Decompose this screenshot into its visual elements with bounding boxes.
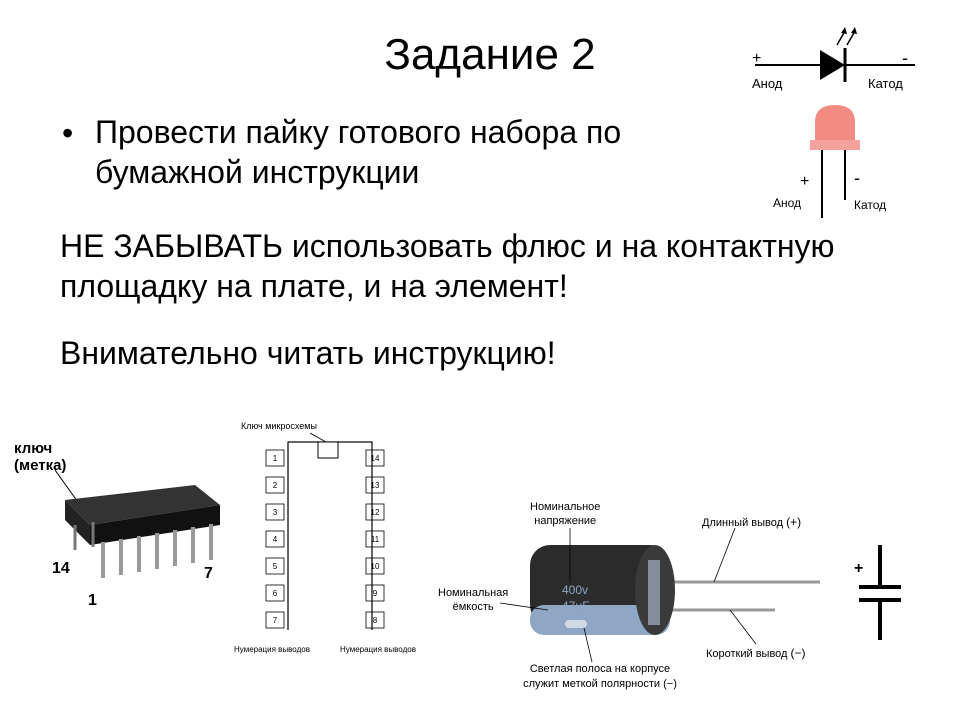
pin-right-11: 11 xyxy=(370,535,380,544)
chip-pin-14: 14 xyxy=(52,560,70,577)
numbering-left-caption: Нумерация выводов xyxy=(234,645,310,654)
read-instruction-text: Внимательно читать инструкцию! xyxy=(60,335,556,371)
long-lead-pointer xyxy=(713,528,736,583)
pin-left-4: 4 xyxy=(272,535,278,544)
pin-left-1: 1 xyxy=(272,454,278,463)
bullet-text: Провести пайку готового набора по бумажн… xyxy=(95,114,622,190)
bullet-dot: • xyxy=(62,115,74,151)
chip-pin-7: 7 xyxy=(204,565,213,582)
short-lead-pointer xyxy=(729,610,757,645)
chip-key-caption: Ключ микросхемы xyxy=(241,421,317,431)
pin-right-10: 10 xyxy=(370,562,380,571)
pin-left-2: 2 xyxy=(272,481,278,490)
led-cathode-label: Катод xyxy=(854,198,887,212)
warning-text: НЕ ЗАБЫВАТЬ использовать флюс и на конта… xyxy=(60,228,835,304)
led-minus: - xyxy=(854,168,860,188)
pin-left-7: 7 xyxy=(272,616,278,625)
capacitor-capacity-on-body: 47μF xyxy=(562,599,590,613)
chip-photo xyxy=(55,470,220,578)
pin-left-6: 6 xyxy=(272,589,278,598)
pin-right-13: 13 xyxy=(370,481,380,490)
diode-minus: - xyxy=(902,48,908,68)
diode-cathode-label: Катод xyxy=(868,76,903,91)
pin-left-5: 5 xyxy=(272,562,278,571)
long-lead-label: Длинный вывод (+) xyxy=(702,515,802,529)
chip-key-label: ключ(метка) xyxy=(14,440,67,474)
pin-right-8: 8 xyxy=(372,616,378,625)
led-plus: + xyxy=(800,173,810,190)
chip-diagram xyxy=(265,432,385,630)
slide-title: Задание 2 xyxy=(384,30,596,79)
chip-pin-1: 1 xyxy=(88,592,97,609)
pin-right-12: 12 xyxy=(370,508,380,517)
led-image xyxy=(810,105,860,218)
stripe-pointer xyxy=(583,628,593,663)
diode-symbol xyxy=(755,27,915,82)
voltage-pointer xyxy=(569,528,571,583)
pin-right-9: 9 xyxy=(372,589,378,598)
led-anode-label: Анод xyxy=(773,196,802,210)
capacitor-image xyxy=(530,545,820,635)
pin-left-3: 3 xyxy=(272,508,278,517)
short-lead-label: Короткий вывод (−) xyxy=(706,646,806,660)
capacitor-voltage-on-body: 400v xyxy=(562,583,589,597)
diode-plus: + xyxy=(752,50,762,67)
pin-right-14: 14 xyxy=(370,454,380,463)
diode-anode-label: Анод xyxy=(752,76,783,91)
capacity-pointer xyxy=(500,602,549,611)
capacitor-symbol-plus: + xyxy=(854,560,864,577)
capacitor-symbol xyxy=(859,545,901,640)
numbering-right-caption: Нумерация выводов xyxy=(340,645,416,654)
